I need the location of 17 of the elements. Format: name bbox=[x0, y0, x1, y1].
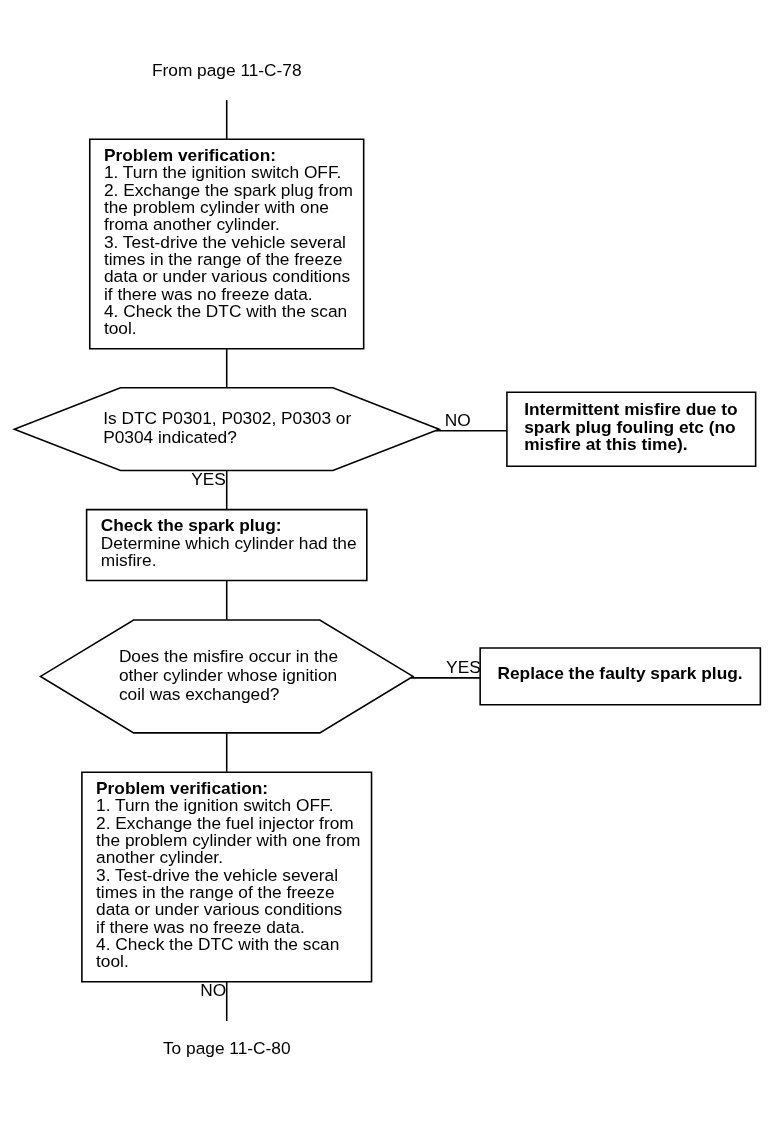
edge-label: NO bbox=[200, 980, 227, 1001]
connector bbox=[410, 677, 481, 679]
connector bbox=[225, 580, 228, 621]
node-box: Intermittent misfire due to spark plug fouling etc (no misfire at this time). bbox=[506, 391, 757, 467]
connector bbox=[434, 429, 508, 432]
connector bbox=[225, 348, 228, 389]
node-box: Problem verification: 1. Turn the ignition switch OFF. 2. Exchange the fuel injector from the problem cylinder with one from another cylinder. 3. Test-drive the vehicle several times in the range of the freeze data or under various conditions if there was no freeze data. 4. Check the DTC with the scan tool. bbox=[81, 771, 373, 983]
edge-label: NO bbox=[444, 409, 471, 430]
node-text: To page 11-C-80 bbox=[162, 1037, 291, 1058]
connector bbox=[225, 732, 228, 773]
connector bbox=[225, 469, 228, 511]
connector bbox=[225, 99, 228, 140]
node-box: Replace the faulty spark plug. bbox=[479, 647, 762, 706]
node-box: Check the spark plug: Determine which cylinder had the misfire. bbox=[85, 508, 368, 582]
node-text: From page 11-C-78 bbox=[151, 60, 302, 81]
node-box: Problem verification: 1. Turn the ignition switch OFF. 2. Exchange the spark plug from the problem cylinder with one froma another cylinder. 3. Test-drive the vehicle several times in the range of the freeze data or under various conditions if there was no freeze data. 4. Check the DTC with the scan tool. bbox=[88, 138, 365, 350]
connector bbox=[225, 980, 228, 1022]
